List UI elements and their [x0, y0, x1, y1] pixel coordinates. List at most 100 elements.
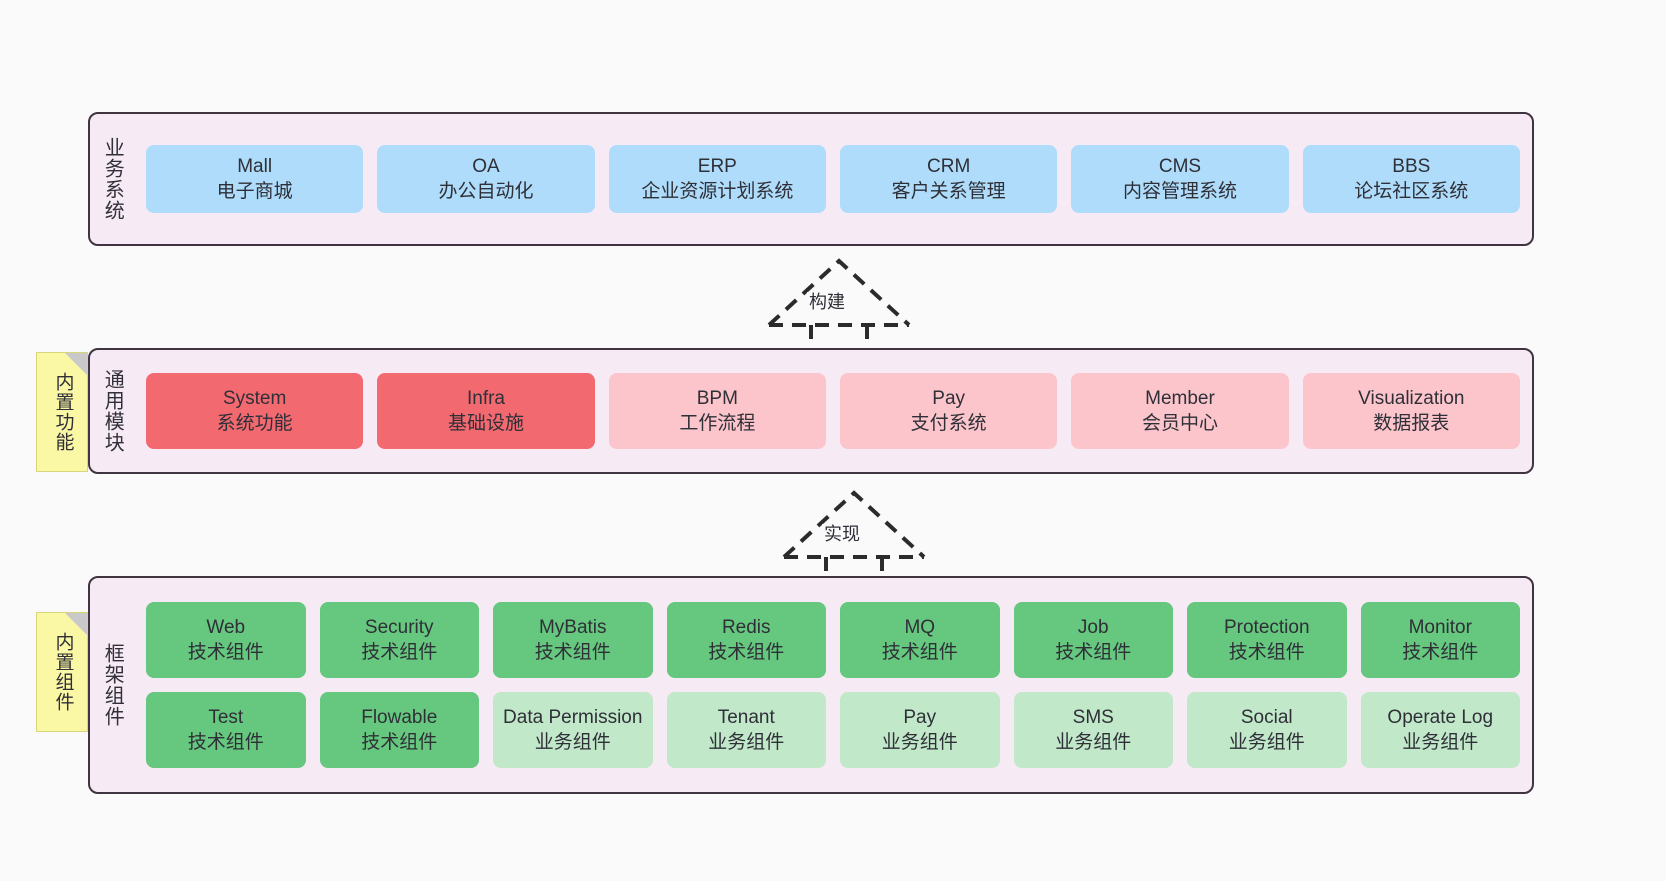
card-test-en: Test	[208, 706, 244, 728]
card-security-cn: 技术组件	[361, 642, 438, 663]
arrow-implement-label: 实现	[822, 524, 862, 546]
card-job-en: Job	[1077, 616, 1109, 638]
card-operate-log-cn: 业务组件	[1402, 732, 1479, 753]
card-web-en: Web	[206, 616, 246, 638]
note-builtin-function: 内置功能	[36, 352, 88, 472]
card-bbs[interactable]: BBS 论坛社区系统	[1302, 145, 1520, 213]
card-infra-en: Infra	[466, 387, 505, 409]
card-cms-en: CMS	[1158, 155, 1202, 177]
card-pay-module-en: Pay	[932, 387, 966, 409]
card-pay-module[interactable]: Pay 支付系统	[839, 373, 1058, 449]
layer-business-system-body: Mall 电子商城 OA 办公自动化 ERP 企业资源计划系统 CRM 客户关系…	[134, 114, 1532, 244]
card-member[interactable]: Member 会员中心	[1071, 373, 1289, 449]
layer-framework-component-body: Web 技术组件 Security 技术组件 MyBatis 技术组件 Redi…	[134, 578, 1532, 792]
layer-common-module-body: System 系统功能 Infra 基础设施 BPM 工作流程 Pay 支付系统…	[134, 350, 1532, 472]
card-mall[interactable]: Mall 电子商城	[146, 145, 364, 213]
card-monitor-cn: 技术组件	[1402, 642, 1479, 663]
card-security-en: Security	[364, 616, 434, 638]
card-mq-en: MQ	[904, 616, 936, 638]
card-test[interactable]: Test 技术组件	[146, 692, 306, 768]
card-mq-cn: 技术组件	[881, 642, 958, 663]
card-operate-log-en: Operate Log	[1387, 706, 1494, 728]
card-sms[interactable]: SMS 业务组件	[1013, 692, 1173, 768]
card-system-en: System	[222, 387, 287, 409]
card-bbs-en: BBS	[1392, 155, 1431, 177]
card-mybatis-en: MyBatis	[538, 616, 607, 638]
card-crm-en: CRM	[927, 155, 971, 177]
common-module-row: System 系统功能 Infra 基础设施 BPM 工作流程 Pay 支付系统…	[146, 373, 1520, 449]
card-visualization[interactable]: Visualization 数据报表	[1302, 373, 1520, 449]
layer-framework-component-title: 框架组件	[101, 643, 124, 727]
card-data-permission-en: Data Permission	[503, 706, 643, 728]
card-crm[interactable]: CRM 客户关系管理	[839, 145, 1058, 213]
card-flowable-cn: 技术组件	[361, 732, 438, 753]
card-visualization-en: Visualization	[1358, 387, 1465, 409]
card-pay-component-cn: 业务组件	[881, 732, 958, 753]
card-pay-component-en: Pay	[903, 706, 937, 728]
card-sms-cn: 业务组件	[1055, 732, 1132, 753]
arrow-implement: 实现	[770, 487, 940, 587]
card-erp[interactable]: ERP 企业资源计划系统	[608, 145, 826, 213]
card-job-cn: 技术组件	[1055, 642, 1132, 663]
business-component-row: Test 技术组件 Flowable 技术组件 Data Permission …	[146, 692, 1520, 768]
business-system-row: Mall 电子商城 OA 办公自动化 ERP 企业资源计划系统 CRM 客户关系…	[146, 145, 1520, 213]
arrow-build-label: 构建	[807, 292, 847, 314]
card-data-permission-cn: 业务组件	[534, 732, 611, 753]
card-oa-cn: 办公自动化	[438, 181, 534, 202]
tech-component-row: Web 技术组件 Security 技术组件 MyBatis 技术组件 Redi…	[146, 602, 1520, 678]
layer-business-system: 业务系统 Mall 电子商城 OA 办公自动化 ERP 企业资源计划系统 CRM…	[88, 112, 1534, 246]
card-tenant-cn: 业务组件	[708, 732, 785, 753]
layer-common-module: 通用模块 System 系统功能 Infra 基础设施 BPM 工作流程 Pay…	[88, 348, 1534, 474]
card-member-cn: 会员中心	[1141, 413, 1218, 434]
card-cms[interactable]: CMS 内容管理系统	[1071, 145, 1289, 213]
card-erp-cn: 企业资源计划系统	[641, 181, 794, 202]
card-bbs-cn: 论坛社区系统	[1354, 181, 1469, 202]
card-cms-cn: 内容管理系统	[1122, 181, 1237, 202]
card-bpm-cn: 工作流程	[679, 413, 756, 434]
arrow-build: 构建	[755, 255, 925, 355]
card-test-cn: 技术组件	[187, 732, 264, 753]
card-social[interactable]: Social 业务组件	[1187, 692, 1347, 768]
card-social-cn: 业务组件	[1228, 732, 1305, 753]
card-oa-en: OA	[472, 155, 500, 177]
card-mybatis[interactable]: MyBatis 技术组件	[493, 602, 653, 678]
card-erp-en: ERP	[697, 155, 737, 177]
card-web[interactable]: Web 技术组件	[146, 602, 306, 678]
card-visualization-cn: 数据报表	[1373, 413, 1450, 434]
card-social-en: Social	[1240, 706, 1293, 728]
card-mall-en: Mall	[237, 155, 273, 177]
card-tenant[interactable]: Tenant 业务组件	[666, 692, 826, 768]
card-redis-en: Redis	[721, 616, 771, 638]
card-mybatis-cn: 技术组件	[534, 642, 611, 663]
card-operate-log[interactable]: Operate Log 业务组件	[1360, 692, 1520, 768]
card-bpm-en: BPM	[696, 387, 738, 409]
card-job[interactable]: Job 技术组件	[1013, 602, 1173, 678]
card-protection-cn: 技术组件	[1228, 642, 1305, 663]
card-protection-en: Protection	[1223, 616, 1310, 638]
card-system[interactable]: System 系统功能	[146, 373, 364, 449]
card-flowable-en: Flowable	[361, 706, 438, 728]
card-flowable[interactable]: Flowable 技术组件	[319, 692, 479, 768]
card-oa[interactable]: OA 办公自动化	[377, 145, 595, 213]
card-member-en: Member	[1145, 387, 1215, 409]
card-security[interactable]: Security 技术组件	[319, 602, 479, 678]
card-infra[interactable]: Infra 基础设施	[377, 373, 595, 449]
note-builtin-component: 内置组件	[36, 612, 88, 732]
card-redis[interactable]: Redis 技术组件	[666, 602, 826, 678]
card-tenant-en: Tenant	[717, 706, 775, 728]
card-monitor-en: Monitor	[1408, 616, 1472, 638]
card-data-permission[interactable]: Data Permission 业务组件	[493, 692, 653, 768]
card-pay-component[interactable]: Pay 业务组件	[840, 692, 1000, 768]
card-mall-cn: 电子商城	[216, 181, 293, 202]
card-crm-cn: 客户关系管理	[891, 181, 1006, 202]
card-mq[interactable]: MQ 技术组件	[840, 602, 1000, 678]
card-web-cn: 技术组件	[187, 642, 264, 663]
card-redis-cn: 技术组件	[708, 642, 785, 663]
card-protection[interactable]: Protection 技术组件	[1187, 602, 1347, 678]
card-monitor[interactable]: Monitor 技术组件	[1360, 602, 1520, 678]
card-bpm[interactable]: BPM 工作流程	[608, 373, 826, 449]
card-pay-module-cn: 支付系统	[910, 413, 987, 434]
card-sms-en: SMS	[1072, 706, 1114, 728]
layer-common-module-title: 通用模块	[101, 369, 124, 453]
